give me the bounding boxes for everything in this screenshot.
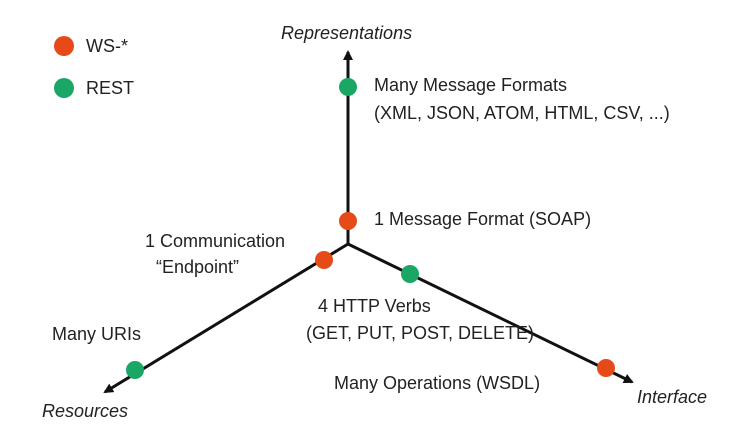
http-verbs-dot [401,265,419,283]
legend-label-ws: WS-* [86,35,128,56]
legend-label-rest: REST [86,77,135,98]
representations-axis-label: Representations [281,23,413,43]
many-operations-label: Many Operations (WSDL) [334,373,541,393]
endpoint-label-line2: “Endpoint” [156,257,240,277]
one-message-format-label: 1 Message Format (SOAP) [374,209,592,229]
many-message-formats-dot [339,78,357,96]
resources-axis-label: Resources [42,401,129,421]
interface-axis-label: Interface [637,387,708,407]
legend-item-ws: WS-* [54,34,128,58]
rest-dot-icon [54,78,74,98]
one-message-format-dot [339,212,357,230]
many-uris-dot [126,361,144,379]
http-verbs-label: 4 HTTP Verbs [318,296,431,316]
legend-item-rest: REST [54,76,134,100]
http-verbs-list: (GET, PUT, POST, DELETE) [306,323,535,343]
many-operations-dot [597,359,615,377]
ws-dot-icon [54,36,74,56]
many-message-formats-label: Many Message Formats [374,75,568,95]
endpoint-dot [315,251,333,269]
many-message-formats-examples: (XML, JSON, ATOM, HTML, CSV, ...) [374,103,670,123]
endpoint-label-line1: 1 Communication [145,231,286,251]
interface-axis [347,242,634,384]
resources-axis [103,242,349,394]
many-uris-label: Many URIs [52,324,142,344]
